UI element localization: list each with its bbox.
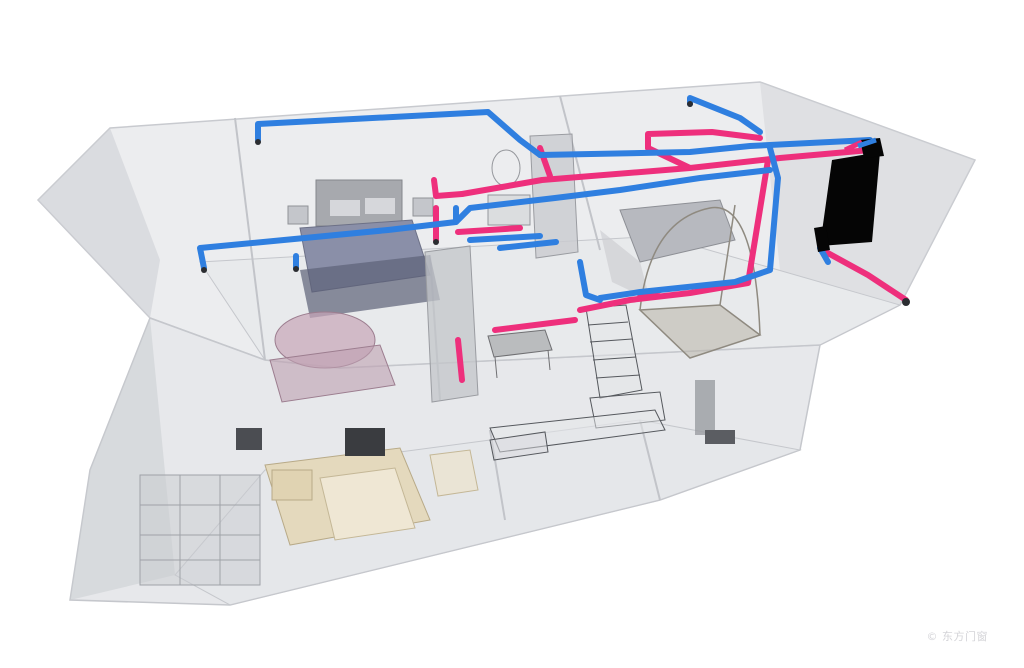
duct-outlets xyxy=(201,101,910,306)
supply-duct-network xyxy=(197,95,873,303)
watermark-text: © 东方门窗 xyxy=(926,630,988,643)
central-column xyxy=(424,245,479,403)
side-cabinet xyxy=(236,428,262,450)
master-bed xyxy=(299,179,440,318)
shelving-unit xyxy=(139,474,261,586)
nightstand-left xyxy=(287,205,309,225)
furniture xyxy=(236,133,762,546)
mvhr-unit xyxy=(814,137,884,252)
study-desk xyxy=(487,329,553,379)
shower-enclosure xyxy=(638,204,762,359)
sofa-area xyxy=(264,447,479,546)
tv-cabinet xyxy=(345,428,385,456)
lower-bed xyxy=(269,311,396,403)
nightstand-right xyxy=(412,197,434,217)
wc-cistern xyxy=(695,380,715,435)
kitchen-counter xyxy=(489,409,666,461)
guest-bed xyxy=(600,199,736,300)
left-end-wall xyxy=(38,128,160,318)
washbasin xyxy=(705,430,735,444)
